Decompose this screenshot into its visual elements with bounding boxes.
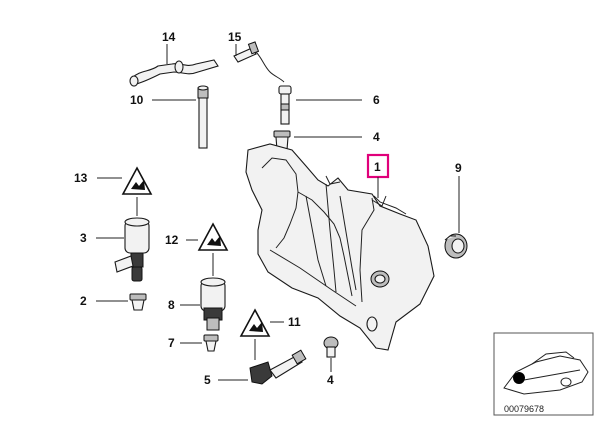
callout-3[interactable]: 3 <box>80 231 87 245</box>
callout-1[interactable]: 1 <box>374 160 381 174</box>
callout-12[interactable]: 12 <box>165 233 179 247</box>
part-15-connector[interactable] <box>233 41 285 83</box>
part-8-pump[interactable] <box>200 277 226 331</box>
callout-7[interactable]: 7 <box>168 336 175 350</box>
part-4-sensor-bottom[interactable] <box>323 336 339 358</box>
part-1-reservoir[interactable] <box>245 143 435 351</box>
callout-6[interactable]: 6 <box>373 93 380 107</box>
part-14-hose[interactable] <box>129 59 219 87</box>
part-3-pump[interactable] <box>114 217 150 282</box>
warning-triangle-icon <box>197 222 229 251</box>
part-7-grommet[interactable] <box>203 334 219 352</box>
car-locator-icon <box>493 332 594 416</box>
diagram-code: 00079678 <box>504 404 544 414</box>
callout-9[interactable]: 9 <box>455 161 462 175</box>
callout-11[interactable]: 11 <box>288 315 301 329</box>
callout-14[interactable]: 14 <box>162 30 176 44</box>
warning-triangle-icon <box>121 166 153 195</box>
part-9-plug[interactable] <box>444 233 468 259</box>
callout-15[interactable]: 15 <box>228 30 242 44</box>
part-6-sensor[interactable] <box>278 85 292 125</box>
part-2-grommet[interactable] <box>129 293 147 311</box>
callout-10[interactable]: 10 <box>130 93 144 107</box>
callout-4-top[interactable]: 4 <box>373 130 380 144</box>
callout-13[interactable]: 13 <box>74 171 88 185</box>
part-10-tube[interactable] <box>197 85 209 149</box>
callout-8[interactable]: 8 <box>168 298 175 312</box>
callout-4-bottom[interactable]: 4 <box>327 373 334 387</box>
callout-5[interactable]: 5 <box>204 373 211 387</box>
callout-2[interactable]: 2 <box>80 294 87 308</box>
warning-triangle-icon <box>239 308 271 337</box>
part-5-nozzle[interactable] <box>249 349 307 385</box>
